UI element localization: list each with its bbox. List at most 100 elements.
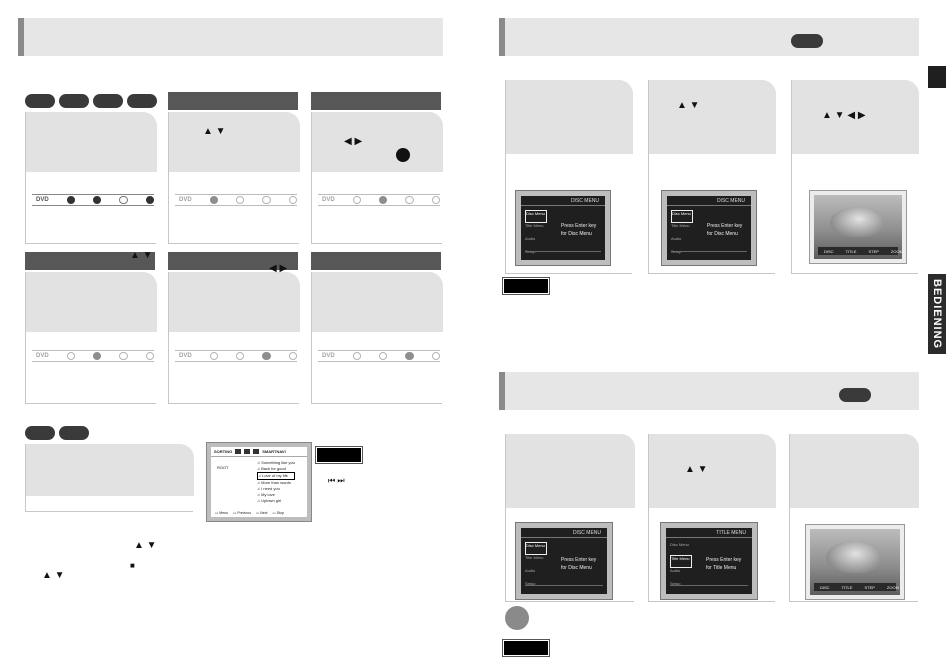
step-bar-2 xyxy=(168,92,298,110)
dvd-icons-row: DVD xyxy=(175,194,297,206)
dvd-label: DVD xyxy=(322,353,335,359)
camera-icon xyxy=(145,196,154,204)
disc-menu-step-3: ▲ ▼ ◀ ▶ xyxy=(791,80,919,274)
step-card-2: ▲ ▼ DVD xyxy=(168,112,300,244)
angle-icon xyxy=(262,352,271,360)
subtitle-icon xyxy=(209,352,218,360)
disc-menu-step-2: ▲ ▼ xyxy=(648,80,776,274)
camera-icon xyxy=(431,196,440,204)
mp3-track-item[interactable]: ♫ Something like you xyxy=(257,460,295,465)
mp3-track-item[interactable]: ♫ Love of my life xyxy=(257,472,295,480)
mp3-footer-item: ▭ Previous xyxy=(233,511,251,515)
camera-icon xyxy=(288,352,297,360)
disc-pill-4 xyxy=(127,94,157,108)
audio-icon xyxy=(236,196,245,204)
disc-menu-screen-2: DISC MENU Disc Menu Title Menu Audio Set… xyxy=(661,190,757,266)
skip-icon: ⏮ ⏭ xyxy=(328,476,345,485)
title-menu-screen-2: TITLE MENU Disc Menu Title Menu Audio Se… xyxy=(660,522,758,600)
angle-icon xyxy=(119,196,128,204)
dvd-icons-row: DVD xyxy=(32,194,154,206)
angle-icon xyxy=(262,196,271,204)
camera-icon xyxy=(145,352,154,360)
disc-pill-3 xyxy=(93,94,123,108)
mp3-track-item[interactable]: ♫ Uptown girl xyxy=(257,498,282,503)
mp3-track-item[interactable]: ♫ More than words xyxy=(257,480,291,485)
up-down-arrow-icon: ▲ ▼ xyxy=(685,464,708,475)
audio-disc-icon xyxy=(396,148,410,162)
root-folder: ROOT xyxy=(217,465,229,470)
left-section-header xyxy=(18,18,443,56)
audio-icon xyxy=(93,352,102,360)
step-card-5: ◀ ▶ DVD xyxy=(168,263,300,404)
angle-icon xyxy=(405,196,414,204)
left-right-arrow-icon: ◀ ▶ xyxy=(269,263,288,274)
mp3-pill-2 xyxy=(59,426,89,440)
mp3-step-card xyxy=(25,444,194,512)
subtitle-icon xyxy=(209,196,218,204)
title-menu-dvd-pill xyxy=(839,388,871,402)
subtitle-icon xyxy=(352,352,361,360)
step-card-6: DVD xyxy=(311,272,443,404)
dvd-label: DVD xyxy=(179,353,192,359)
audio-icon xyxy=(379,196,388,204)
dvd-icons-row: DVD xyxy=(318,350,440,362)
audio-icon xyxy=(236,352,245,360)
up-down-arrow-icon: ▲ ▼ xyxy=(130,250,153,261)
step-card-3: ◀ ▶ DVD xyxy=(311,112,443,244)
dvd-icons-row: DVD xyxy=(318,194,440,206)
mp3-pill-1 xyxy=(25,426,55,440)
note-box-disc-menu xyxy=(502,277,550,295)
dolphin-photo: DISC TITLE STEP ZOOM xyxy=(809,190,907,264)
audio-icon xyxy=(379,352,388,360)
title-menu-step-3 xyxy=(789,434,919,602)
disc-menu-section-header xyxy=(499,18,919,56)
mp3-up-down-arrow-icon-2: ▲ ▼ xyxy=(42,570,65,581)
note-box-title-menu xyxy=(502,639,550,657)
mp3-track-item[interactable]: ♫ Back for good xyxy=(257,466,286,471)
up-down-arrow-icon: ▲ ▼ xyxy=(677,100,700,111)
subtitle-icon xyxy=(66,196,75,204)
note-box-left xyxy=(315,446,363,464)
dvd-icons-row: DVD xyxy=(175,350,297,362)
mp3-track-item[interactable]: ♫ My love xyxy=(257,492,275,497)
four-way-arrow-icon: ▲ ▼ ◀ ▶ xyxy=(822,110,866,121)
dvd-label: DVD xyxy=(179,197,192,203)
angle-icon xyxy=(119,352,128,360)
mp3-footer-item: ▭ Menu xyxy=(215,511,229,515)
language-tab-dark xyxy=(928,66,946,88)
mp3-footer-item: ▭ Stop xyxy=(272,511,284,515)
disc-menu-screen: DISC MENU Disc Menu Title Menu Audio Set… xyxy=(515,190,611,266)
audio-icon xyxy=(93,196,102,204)
dvd-label: DVD xyxy=(36,197,49,203)
subtitle-icon xyxy=(352,196,361,204)
disc-menu-dvd-pill xyxy=(791,34,823,48)
angle-icon xyxy=(405,352,414,360)
dvd-label: DVD xyxy=(322,197,335,203)
step-bar-6 xyxy=(311,252,441,270)
smartnavi-label: SMARTNAVI xyxy=(262,449,286,454)
step-bar-5 xyxy=(168,252,298,270)
info-circle-icon xyxy=(505,606,529,630)
dvd-icons-row: DVD xyxy=(32,350,154,362)
dolphin-image xyxy=(829,206,883,238)
disc-menu-step-1 xyxy=(505,80,633,274)
step-bar-4 xyxy=(25,252,155,270)
mp3-track-item[interactable]: ♫ I need you xyxy=(257,486,280,491)
up-down-arrow-icon: ▲ ▼ xyxy=(203,126,226,137)
step-bar-3 xyxy=(311,92,441,110)
mp3-stop-icon: ■ xyxy=(130,561,135,570)
disc-pill-2 xyxy=(59,94,89,108)
title-menu-step-2: ▲ ▼ xyxy=(648,434,776,602)
disc-pill-1 xyxy=(25,94,55,108)
camera-icon xyxy=(288,196,297,204)
left-right-arrow-icon: ◀ ▶ xyxy=(344,136,363,147)
mp3-up-down-arrow-icon: ▲ ▼ xyxy=(134,540,157,551)
title-menu-screen-1: DISC MENU Disc Menu Title Menu Audio Set… xyxy=(515,522,613,600)
mp3-footer-item: ▭ Next xyxy=(255,511,268,515)
mp3-screen: SORTING SMARTNAVI ROOT ♫ Something like … xyxy=(206,442,312,522)
step-card-1: DVD xyxy=(25,112,157,244)
dolphin-photo-2: DISC TITLE STEP ZOOM xyxy=(805,524,905,600)
bediening-tab: BEDIENING xyxy=(928,274,946,354)
subtitle-icon xyxy=(66,352,75,360)
mp3-screen-title: SORTING xyxy=(214,449,233,454)
